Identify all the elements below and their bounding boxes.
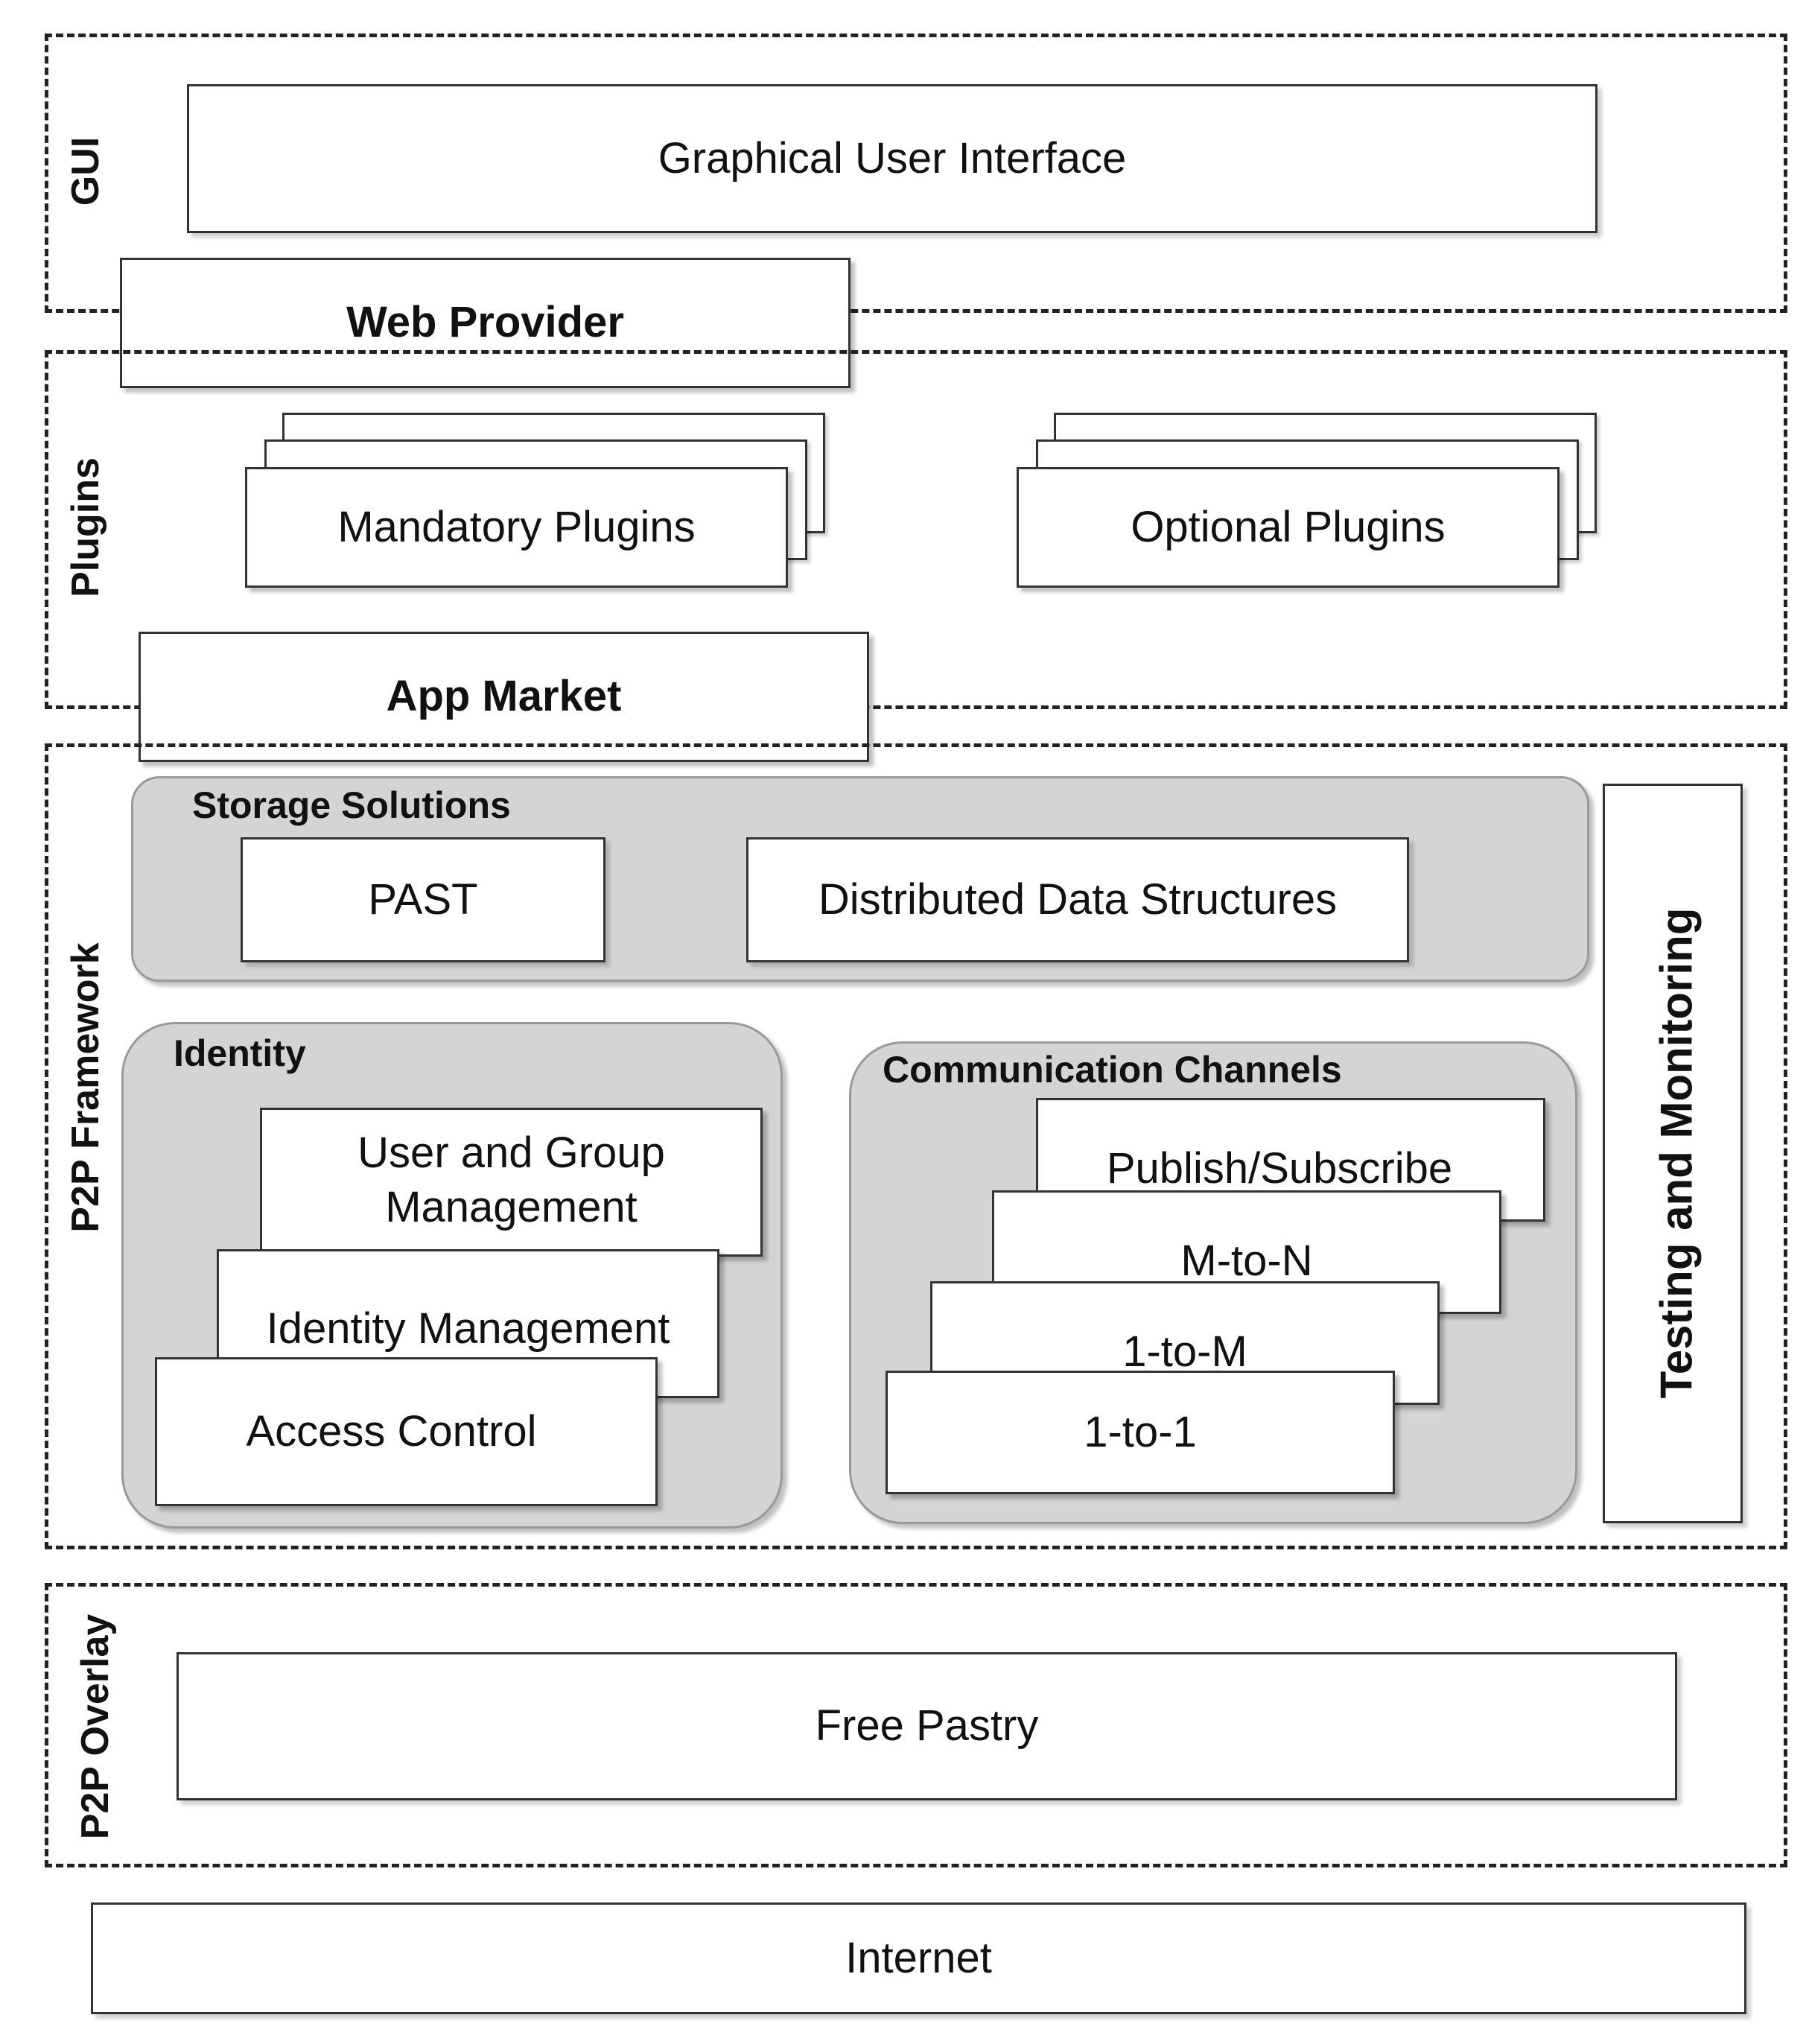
storage-solutions-title: Storage Solutions [192,784,511,826]
testing-and-monitoring-box [1603,784,1743,1523]
publish-subscribe-label: Publish/Subscribe [1106,1144,1453,1193]
one-to-one-box: 1-to-1 [886,1371,1395,1494]
graphical-user-interface-box: Graphical User Interface [187,84,1597,233]
app-market-box: App Market [139,632,869,762]
user-and-group-management-label: User and Group Management [357,1129,665,1231]
optional-plugins-box: Optional Plugins [1017,467,1560,588]
plugins-layer-label: Plugins [64,457,107,597]
user-and-group-management-box: User and Group Management [260,1108,763,1257]
free-pastry-box: Free Pastry [177,1652,1677,1800]
m-to-n-label: M-to-N [1180,1237,1313,1285]
mandatory-plugins-box: Mandatory Plugins [245,467,788,588]
past-box: PAST [241,837,605,962]
web-provider-box: Web Provider [120,258,851,388]
p2p-framework-layer-label: P2P Framework [64,942,107,1233]
plugins-layer [45,350,1787,709]
communication-channels-title: Communication Channels [883,1049,1342,1091]
identity-title: Identity [174,1032,306,1074]
access-control-box: Access Control [155,1357,658,1506]
p2p-overlay-layer [45,1583,1787,1867]
distributed-data-structures-box: Distributed Data Structures [746,837,1409,962]
p2p-framework-layer [45,743,1787,1549]
internet-box: Internet [91,1902,1746,2014]
identity-management-label: Identity Management [266,1304,670,1353]
p2p-overlay-layer-label: P2P Overlay [74,1613,117,1840]
gui-layer-label: GUI [64,136,107,206]
one-to-m-label: 1-to-M [1122,1327,1247,1376]
gui-layer [45,34,1787,313]
testing-and-monitoring-label: Testing and Monitoring [1651,907,1702,1399]
